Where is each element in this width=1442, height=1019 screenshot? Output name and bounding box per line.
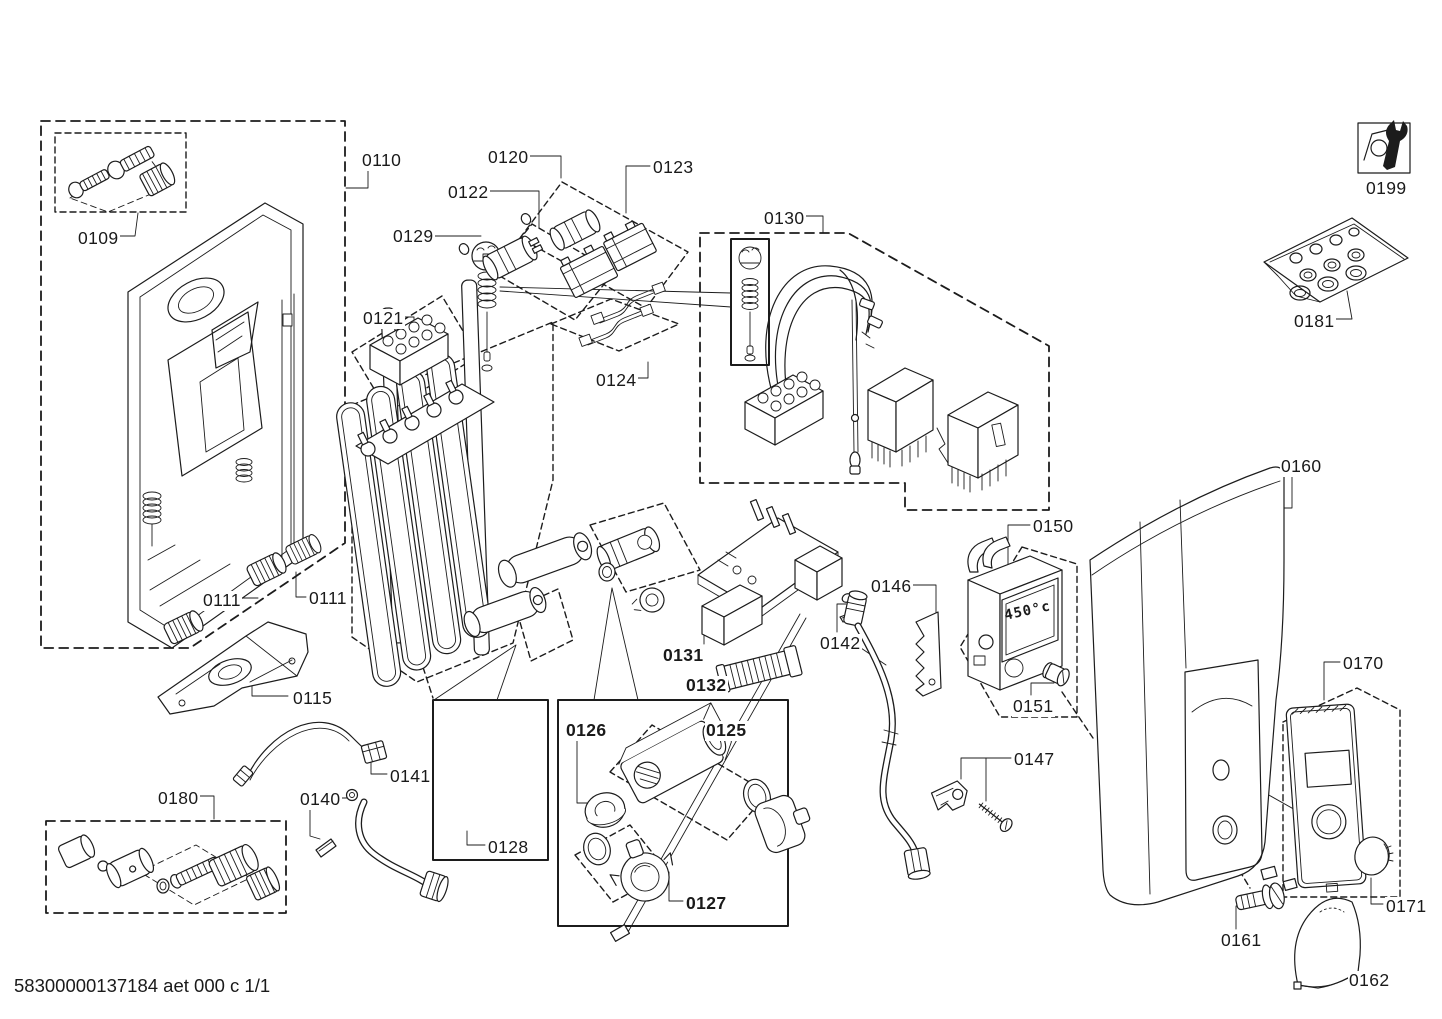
part-0125-valve-housing <box>618 702 811 854</box>
part-0199-tool-icon <box>1357 120 1411 174</box>
callout-0142: 0142 <box>819 633 862 654</box>
callout-0151: 0151 <box>1012 696 1055 717</box>
callout-0110: 0110 <box>361 150 403 171</box>
part-0115-bracket <box>157 621 309 715</box>
part-0160-cover <box>1089 466 1298 906</box>
part-0130-harness-group <box>738 246 1019 493</box>
part-0141-sensor-cable <box>232 721 388 787</box>
part-0122-microswitch <box>559 244 619 298</box>
callout-0109: 0109 <box>77 228 120 249</box>
part-0147-clamp <box>930 780 1013 832</box>
part-0171-knob <box>1354 836 1394 876</box>
callout-0115: 0115 <box>292 688 334 709</box>
callout-0111-a: 0111 <box>202 590 242 611</box>
callout-0180: 0180 <box>157 788 200 809</box>
callout-0129: 0129 <box>392 226 435 247</box>
wrench-icon <box>1383 120 1408 170</box>
callout-0162: 0162 <box>1348 970 1391 991</box>
part-0170-front-panel <box>1285 703 1367 893</box>
callout-0150: 0150 <box>1032 516 1075 537</box>
part-0131-control-board <box>609 499 843 942</box>
part-0150-display-module <box>967 536 1070 691</box>
callout-0132: 0132 <box>685 675 728 696</box>
callout-0123: 0123 <box>652 157 695 178</box>
callout-0171: 0171 <box>1385 896 1428 917</box>
part-0110-back-panel <box>127 202 304 649</box>
callout-0146: 0146 <box>870 576 913 597</box>
callout-0124: 0124 <box>595 370 638 391</box>
leader-lines <box>115 155 1384 979</box>
callout-0120: 0120 <box>487 147 530 168</box>
part-0111-pipe-stubs <box>163 534 322 645</box>
callout-0121: 0121 <box>362 308 405 329</box>
part-0123-microswitch <box>603 220 657 272</box>
part-0146-hose <box>843 590 942 880</box>
callout-0147: 0147 <box>1013 749 1056 770</box>
part-flow-sensor-small <box>596 526 665 613</box>
callout-0140: 0140 <box>299 789 342 810</box>
part-0161-plug <box>1235 882 1285 911</box>
part-0124-ribbon-cables <box>578 281 666 347</box>
part-heat-exchanger <box>336 241 593 687</box>
callout-0160: 0160 <box>1280 456 1323 477</box>
part-0180-fittings <box>57 834 281 906</box>
part-0140-outlet <box>315 788 449 903</box>
callout-0122: 0122 <box>447 182 490 203</box>
callout-0181: 0181 <box>1293 311 1336 332</box>
part-0146-holder <box>915 611 942 697</box>
part-0120-switch-set <box>458 209 657 298</box>
part-0181-oring-bag <box>1263 217 1409 303</box>
part-0127-valve <box>583 832 674 902</box>
part-0162-flap <box>1293 897 1361 990</box>
callout-0125: 0125 <box>705 720 748 741</box>
callout-0161: 0161 <box>1220 930 1263 951</box>
callout-0127: 0127 <box>685 893 728 914</box>
callout-0126: 0126 <box>565 720 608 741</box>
callout-0170: 0170 <box>1342 653 1385 674</box>
part-0121-terminal-block <box>369 314 449 386</box>
callout-0131: 0131 <box>662 645 705 666</box>
part-0151-knob-screw <box>1042 662 1070 687</box>
part-0126-cap <box>584 792 626 828</box>
document-number: 58300000137184 aet 000 c 1/1 <box>14 975 271 997</box>
part-0109-screws <box>68 145 176 213</box>
callout-0199: 0199 <box>1365 178 1408 199</box>
callout-0128: 0128 <box>487 837 530 858</box>
callout-0141: 0141 <box>389 766 432 787</box>
callout-0130: 0130 <box>763 208 806 229</box>
callout-0111-b: 0111 <box>308 588 348 609</box>
